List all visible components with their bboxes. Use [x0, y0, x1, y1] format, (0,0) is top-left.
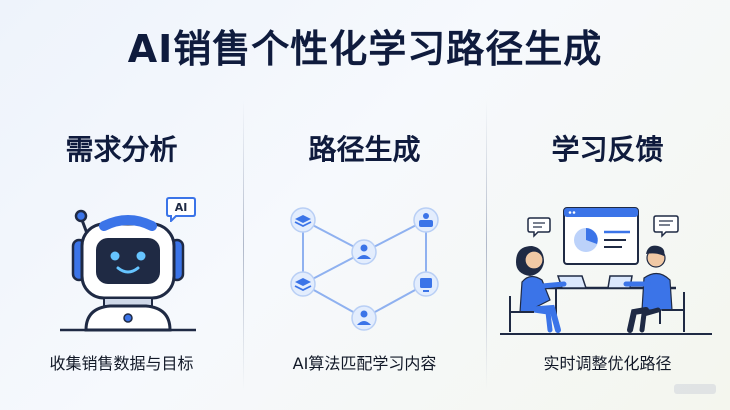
panel-caption: 实时调整优化路径: [543, 354, 672, 373]
panel-title: 学习反馈: [551, 133, 664, 166]
user-card-node-icon: [413, 207, 439, 233]
panel-caption: 收集销售数据与目标: [49, 354, 194, 373]
user-node-icon: [351, 305, 377, 331]
collaboration-icon: [500, 207, 712, 335]
layers-node-icon: [290, 271, 316, 297]
dashboard-screen-icon: [563, 207, 639, 265]
panel-requirement-analysis: 需求分析 AI: [0, 100, 243, 400]
page-title: AI销售个性化学习路径生成: [127, 27, 603, 71]
panel-title: 路径生成: [308, 133, 421, 166]
watermark: [674, 384, 716, 394]
ai-speech-bubble-icon: [166, 197, 196, 222]
panel-learning-feedback: 学习反馈: [486, 100, 729, 400]
ai-badge-label: AI: [174, 201, 188, 214]
user-node-icon: [351, 239, 377, 265]
panel-title: 需求分析: [65, 133, 178, 166]
layers-node-icon: [290, 207, 316, 233]
screen-node-icon: [413, 271, 439, 297]
panel-divider: [486, 100, 487, 390]
panel-caption: AI算法匹配学习内容: [292, 354, 437, 373]
panel-divider: [243, 100, 244, 390]
person-right-icon: [623, 245, 685, 333]
network-path-icon: [290, 207, 439, 331]
chat-bubble-icon: [653, 215, 679, 238]
person-left-icon: [509, 246, 567, 333]
panel-path-generation: 路径生成: [243, 100, 486, 400]
chat-bubble-icon: [527, 217, 551, 238]
robot-icon: [60, 209, 196, 332]
